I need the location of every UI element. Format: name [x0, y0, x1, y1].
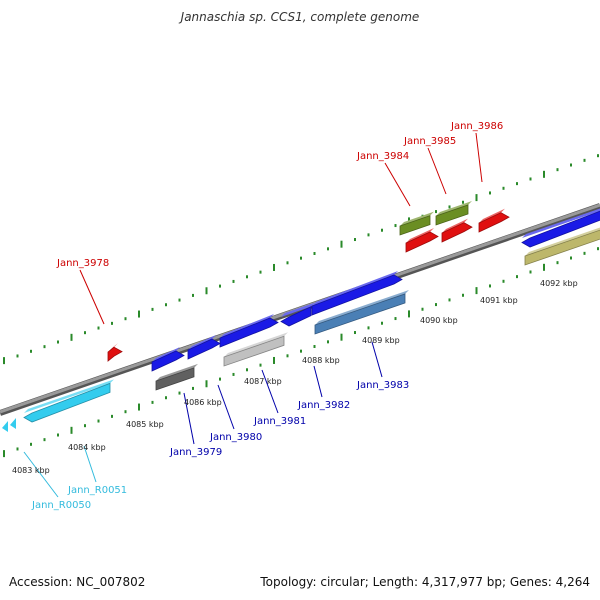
gene-gray-dark-top	[156, 363, 198, 381]
leader-line	[475, 132, 483, 183]
gene-jann-3978	[107, 346, 123, 362]
gene-jann-r0051	[23, 382, 111, 423]
gene-red-b	[441, 222, 473, 243]
gene-jann-3982-arrow	[280, 306, 312, 327]
accession-text: Accession: NC_007802	[9, 575, 146, 589]
gene-jann-3984	[399, 215, 431, 236]
leader-line	[384, 162, 411, 207]
gene-label: Jann_R0051	[67, 485, 127, 496]
gene-jann-r0051-top	[24, 379, 114, 413]
gene-jann-3980-arrow-top	[188, 334, 216, 350]
gene-label: Jann_R0050	[31, 500, 91, 511]
gene-blue-right	[521, 210, 600, 248]
gene-khaki-right-top	[525, 227, 600, 256]
gene-label: Jann_3979	[169, 447, 222, 458]
gene-label: Jann_3984	[356, 151, 409, 162]
gene-label: Jann_3986	[450, 121, 503, 132]
scale-label: 4089 kbp	[362, 336, 400, 345]
leader-line	[79, 269, 105, 325]
gene-red-a	[405, 231, 439, 253]
gene-steelblue-top	[315, 289, 409, 325]
gene-red-b-top	[442, 218, 468, 233]
gene-label: Jann_3983	[356, 380, 409, 391]
leader-line	[313, 365, 323, 398]
leader-line	[371, 341, 383, 378]
gene-gray-light-top	[224, 332, 288, 357]
genome-title: Jannaschia sp. CCS1, complete genome	[180, 10, 420, 24]
leader-line	[261, 369, 279, 414]
scale-label: 4085 kbp	[126, 420, 164, 429]
gene-jann-r0050-b	[10, 418, 16, 429]
leader-line	[83, 445, 97, 483]
gene-jann-3982-arrow-top	[281, 302, 315, 317]
gene-label: Jann_3985	[403, 136, 456, 147]
gene-jann-3979-arrow	[151, 350, 185, 372]
scale-label: 4083 kbp	[12, 466, 50, 475]
leader-line	[217, 384, 235, 430]
gene-khaki-right	[524, 229, 600, 266]
scale-label: 4088 kbp	[302, 356, 340, 365]
label-leader-lines	[23, 132, 483, 498]
gene-jann-3986	[478, 212, 510, 233]
gene-jann-3986-top	[479, 208, 505, 223]
scale-labels: 4083 kbp 4084 kbp 4085 kbp 4086 kbp 4087 kbp…	[12, 279, 578, 475]
gene-steelblue	[314, 293, 406, 335]
gene-jann-3979-arrow-top	[152, 346, 180, 362]
gene-label: Jann_3981	[253, 416, 306, 427]
gene-labels: Jann_3978 Jann_3984 Jann_3985 Jann_3986Jann…	[31, 121, 503, 511]
leader-line	[427, 147, 447, 195]
gene-jann-3981-arrow	[219, 317, 279, 348]
gene-blue-right-top	[522, 208, 600, 238]
scale-label: 4087 kbp	[244, 377, 282, 386]
gene-jann-3985-top	[436, 200, 472, 216]
upper-tick-track	[3, 154, 599, 365]
leader-line	[183, 392, 195, 445]
gene-jann-3983-arrow	[311, 274, 403, 316]
leader-line	[23, 451, 59, 498]
gene-features	[2, 200, 600, 432]
gene-jann-3980-arrow	[187, 338, 221, 360]
gene-jann-r0050	[2, 421, 8, 432]
scale-label: 4086 kbp	[184, 398, 222, 407]
scale-label: 4092 kbp	[540, 279, 578, 288]
topology-text: Topology: circular; Length: 4,317,977 bp…	[260, 575, 590, 589]
gene-jann-3984-top	[400, 211, 434, 226]
lower-tick-track	[3, 247, 599, 458]
gene-label: Jann_3980	[209, 432, 262, 443]
scale-label: 4084 kbp	[68, 443, 106, 452]
gene-label: Jann_3978	[56, 258, 109, 269]
gene-jann-3983-arrow-top	[312, 270, 398, 306]
gene-label: Jann_3982	[297, 400, 350, 411]
scale-label: 4091 kbp	[480, 296, 518, 305]
gene-red-a-top	[406, 227, 434, 243]
gene-jann-3981-arrow-top	[220, 313, 274, 338]
gene-gray-dark	[155, 367, 195, 391]
scale-label: 4090 kbp	[420, 316, 458, 325]
gene-jann-3985	[435, 204, 469, 226]
gene-gray-light	[223, 335, 285, 367]
